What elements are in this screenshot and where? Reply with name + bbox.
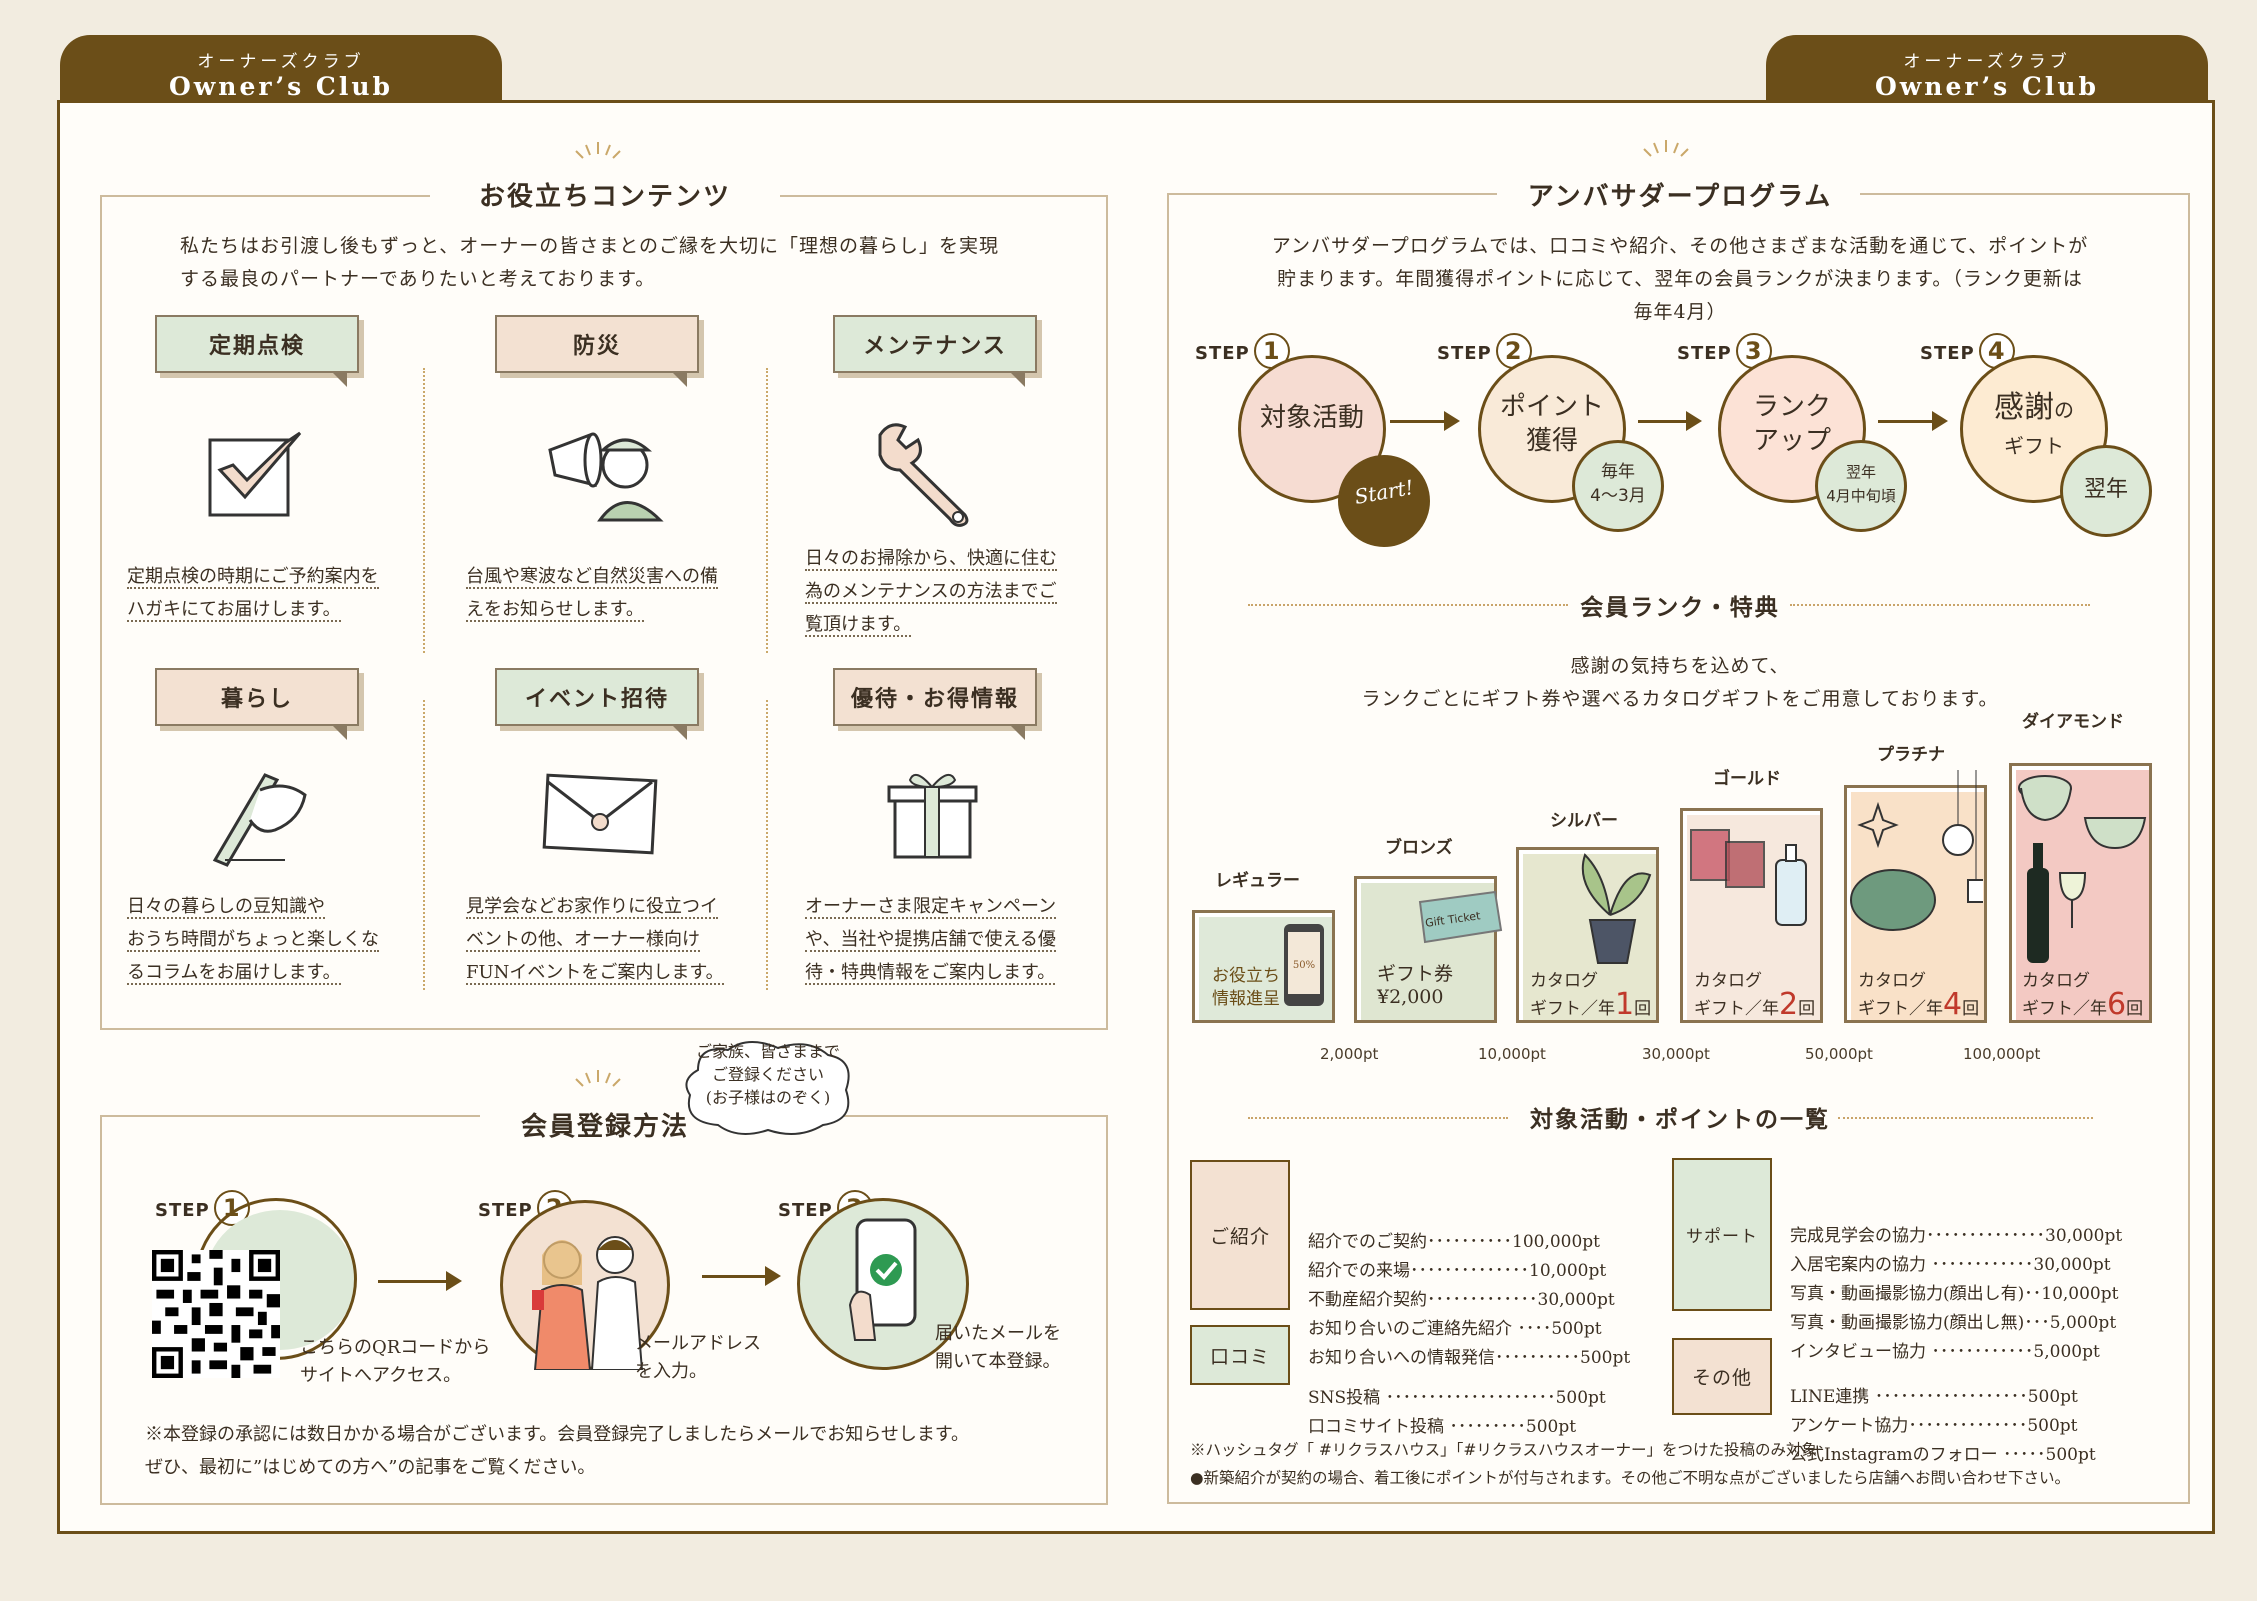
sun-ornament-icon [575,142,621,159]
threshold-30000: 30,000pt [1642,1045,1710,1063]
envelope-icon [542,773,658,855]
bubble-teiki-tenken: 定期点検 [155,315,359,387]
megaphone-icon [548,432,664,522]
arrow-icon [702,1266,781,1286]
bubble-kurashi: 暮らし [155,668,359,740]
rank-gold-text: カタログ ギフト／年2回 [1694,971,1816,1022]
amb-step-4-text: 感謝の ギフト [1994,390,2074,458]
label-kuchikomi: 口コミ [1190,1325,1290,1385]
bubble-bousai: 防災 [495,315,699,387]
ambassador-title: アンバサダープログラム [1520,176,1840,215]
amb-step-3-text: ランクアップ [1752,392,1831,456]
contents-lead: 私たちはお引渡し後もずっと、オーナーの皆さまとのご縁を大切に「理想の暮らし」を実… [180,235,1000,290]
desc-maintenance: 日々のお掃除から、快適に住む為のメンテナンスの方法までご覧頂けます。 [805,548,1057,637]
ambassador-lead: アンバサダープログラムでは、口コミや紹介、その他さまざまな活動を通じて、ポイント… [1271,235,2089,323]
qr-code [152,1250,280,1378]
owners-club-tab-left: オーナーズクラブ Owner’s Club [60,35,502,107]
gift-box-icon [887,773,978,859]
amb-step-1-text: 対象活動 [1259,403,1364,433]
activities-title: 対象活動・ポイントの一覧 [1530,1106,1830,1133]
rank-name-platinum: プラチナ [1877,745,1945,765]
tab-jp: オーナーズクラブ [197,52,365,72]
rank-silver-text: カタログ ギフト／年1回 [1530,971,1652,1022]
smartphone-coupon-icon: 50% [1284,924,1324,1006]
bubble-event: イベント招待 [495,668,699,740]
amb-step-3-period [1815,440,1907,532]
couple-illustration-icon [532,1236,644,1370]
label-support: サポート [1672,1158,1772,1311]
reg-step-2-text: メールアドレスを入力。 [635,1333,761,1382]
reg-step-3-text: 届いたメールを開いて本登録。 [935,1323,1061,1372]
wrench-icon [878,423,969,527]
registration-note: ※本登録の承認には数日かかる場合がございます。会員登録完了しましたらメールでお知… [145,1424,970,1478]
candles-icon [1690,829,1807,926]
checkbox-icon [208,431,302,517]
threshold-100000: 100,000pt [1963,1045,2041,1063]
threshold-50000: 50,000pt [1805,1045,1873,1063]
rank-regular-text: お役立ち情報進呈 [1212,966,1280,1009]
rank-name-regular: レギュラー [1215,871,1300,891]
pen-hand-icon [212,773,307,867]
tab-jp: オーナーズクラブ [1903,52,2071,72]
threshold-10000: 10,000pt [1478,1045,1546,1063]
rank-name-silver: シルバー [1550,811,1618,831]
rank-bronze-text: ギフト券¥2,000 [1377,963,1454,1008]
rank-name-diamond: ダイアモンド [2022,712,2124,732]
rank-diamond-text: カタログ ギフト／年6回 [2022,971,2144,1022]
arrow-icon [1878,411,1948,431]
bubble-yuutai: 優待・お得情報 [833,668,1037,740]
tab-en: Owner’s Club [1874,72,2099,101]
cloud-text: ご家族、皆さままでご登録ください(お子様はのぞく) [695,1042,840,1107]
smartphone-check-icon [848,1218,917,1341]
reg-step-1-text: こちらのQRコードからサイトへアクセス。 [300,1337,491,1386]
amb-step-2-text: ポイント獲得 [1499,392,1604,456]
arrow-icon [378,1271,462,1291]
ranks-lead: 感謝の気持ちを込めて、ランクごとにギフト券や選べるカタログギフトをご用意しており… [1361,655,1999,710]
wine-bowls-icon [2018,775,2147,963]
plant-pot-icon [1581,853,1652,964]
ranks-title: 会員ランク・特典 [1580,594,1780,621]
desc-bousai: 台風や寒波など自然災害への備えをお知らせします。 [466,566,718,622]
arrow-icon [1390,411,1460,431]
contents-title: お役立ちコンテンツ [475,176,735,215]
pot-lamp-icon [1850,770,1983,931]
owners-club-tab-right: オーナーズクラブ Owner’s Club [1766,35,2208,107]
rank-name-gold: ゴールド [1713,769,1781,789]
desc-teiki-tenken: 定期点検の時期にご予約案内をハガキにてお届けします。 [127,566,379,622]
activities-notes: ※ハッシュタグ「 #リクラスハウス」「#リクラスハウスオーナー」をつけた投稿のみ… [1190,1441,2070,1487]
threshold-2000: 2,000pt [1320,1045,1379,1063]
gift-ticket-icon [1418,890,1503,944]
arrow-icon [1638,411,1702,431]
start-badge [1338,455,1430,547]
desc-kurashi: 日々の暮らしの豆知識やおうち時間がちょっと楽しくなるコラムをお届けします。 [127,896,379,985]
tab-en: Owner’s Club [168,72,393,101]
amb-step-4-period [2060,445,2152,537]
sun-ornament-icon [1643,140,1689,157]
rank-platinum-text: カタログ ギフト／年4回 [1858,971,1980,1022]
sun-ornament-icon [575,1070,621,1087]
amb-step-2-period [1572,440,1664,532]
amb-step-4-period-text: 翌年 [2083,477,2128,502]
desc-yuutai: オーナーさま限定キャンペーンや、当社や提携店舗で使える優待・特典情報をご案内しま… [805,896,1057,985]
label-other: その他 [1672,1338,1772,1415]
rank-name-bronze: ブロンズ [1385,838,1453,858]
registration-title: 会員登録方法 [505,1106,705,1145]
label-intro: ご紹介 [1190,1160,1290,1310]
bubble-maintenance: メンテナンス [833,315,1037,387]
svg-text:50%: 50% [1293,960,1315,971]
cloud-bubble [685,1041,850,1135]
